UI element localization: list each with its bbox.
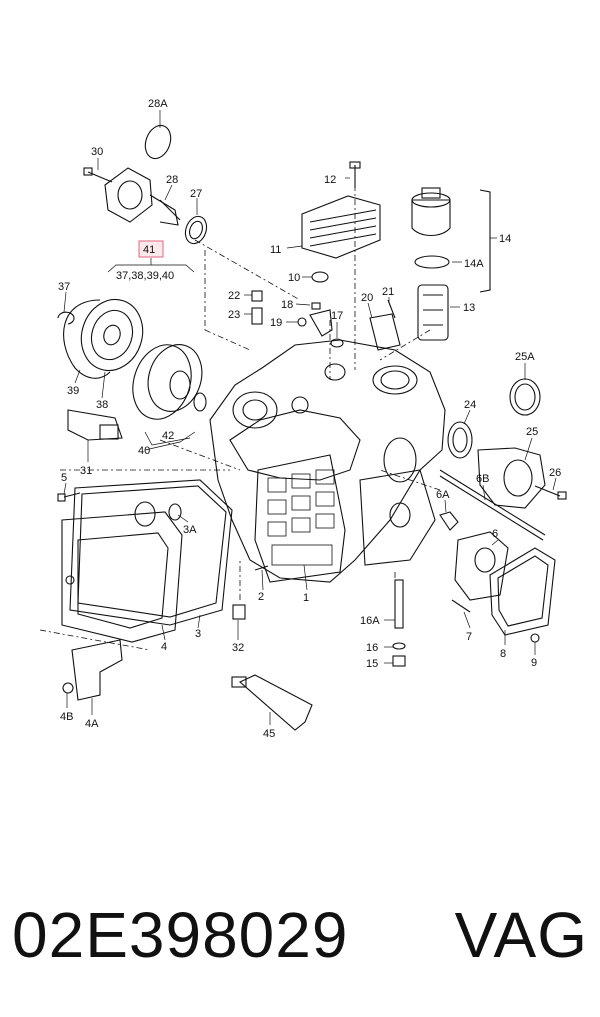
label-4b: 4B bbox=[60, 711, 73, 723]
label-16: 16 bbox=[366, 642, 378, 654]
transmission-housing-1 bbox=[209, 339, 446, 583]
label-38: 38 bbox=[96, 399, 108, 411]
brand-name: VAG bbox=[454, 899, 588, 971]
exploded-parts-diagram: 28A 30 28 27 41 37,38,39,40 37 39 38 42 … bbox=[39, 98, 567, 740]
label-39: 39 bbox=[67, 385, 79, 397]
label-37: 37 bbox=[58, 281, 70, 293]
label-42: 42 bbox=[162, 430, 174, 442]
label-9: 9 bbox=[531, 657, 537, 669]
label-6a: 6A bbox=[436, 489, 450, 501]
label-11: 11 bbox=[270, 244, 281, 256]
label-41: 41 bbox=[143, 244, 155, 256]
label-17: 17 bbox=[331, 310, 343, 322]
label-16a: 16A bbox=[360, 615, 380, 627]
label-8: 8 bbox=[500, 648, 506, 660]
label-24: 24 bbox=[464, 399, 476, 411]
label-14a: 14A bbox=[464, 258, 484, 270]
cover-8 bbox=[489, 547, 556, 636]
label-28: 28 bbox=[166, 174, 178, 186]
label-25a: 25A bbox=[515, 351, 535, 363]
label-3: 3 bbox=[195, 628, 201, 640]
label-32: 32 bbox=[232, 642, 244, 654]
label-20: 20 bbox=[361, 292, 373, 304]
label-7: 7 bbox=[466, 631, 472, 643]
part-number: 02E398029 bbox=[12, 899, 349, 971]
footer: 02E398029 VAG bbox=[12, 890, 588, 980]
label-5: 5 bbox=[61, 472, 67, 484]
label-28a: 28A bbox=[148, 98, 168, 110]
filter-cap-14 bbox=[411, 199, 451, 237]
label-18: 18 bbox=[281, 299, 293, 311]
flange-25 bbox=[477, 447, 546, 509]
gasket-3 bbox=[69, 479, 233, 626]
clutch-40 bbox=[132, 344, 192, 420]
label-13: 13 bbox=[463, 302, 475, 314]
cooler-11 bbox=[301, 195, 381, 259]
label-23: 23 bbox=[228, 309, 240, 321]
label-30: 30 bbox=[91, 146, 103, 158]
label-10: 10 bbox=[288, 272, 300, 284]
label-45: 45 bbox=[263, 728, 275, 740]
label-15: 15 bbox=[366, 658, 378, 670]
sealant-tube-45 bbox=[239, 674, 313, 731]
label-22: 22 bbox=[228, 290, 240, 302]
label-6b: 6B bbox=[476, 473, 489, 485]
label-3a: 3A bbox=[183, 524, 197, 536]
part-labels: 28A 30 28 27 41 37,38,39,40 37 39 38 42 … bbox=[58, 98, 561, 740]
ring-28a bbox=[144, 124, 172, 160]
label-19: 19 bbox=[270, 317, 282, 329]
label-1: 1 bbox=[303, 592, 309, 604]
label-4: 4 bbox=[161, 641, 167, 653]
label-12: 12 bbox=[324, 174, 336, 186]
label-25: 25 bbox=[526, 426, 538, 438]
label-6: 6 bbox=[492, 528, 498, 540]
cover-6 bbox=[454, 531, 509, 601]
label-41-subparts: 37,38,39,40 bbox=[116, 270, 174, 282]
label-26: 26 bbox=[549, 467, 561, 479]
label-21: 21 bbox=[382, 286, 394, 298]
label-2: 2 bbox=[258, 591, 264, 603]
oil-pan-4 bbox=[61, 511, 183, 643]
filter-13 bbox=[417, 284, 449, 341]
flange-28 bbox=[104, 167, 153, 223]
label-31: 31 bbox=[80, 465, 92, 477]
label-4a: 4A bbox=[85, 718, 99, 730]
label-27: 27 bbox=[190, 188, 202, 200]
highlight-box-41 bbox=[138, 240, 164, 258]
label-40: 40 bbox=[138, 445, 150, 457]
disc-38 bbox=[80, 298, 144, 372]
label-14: 14 bbox=[499, 233, 511, 245]
